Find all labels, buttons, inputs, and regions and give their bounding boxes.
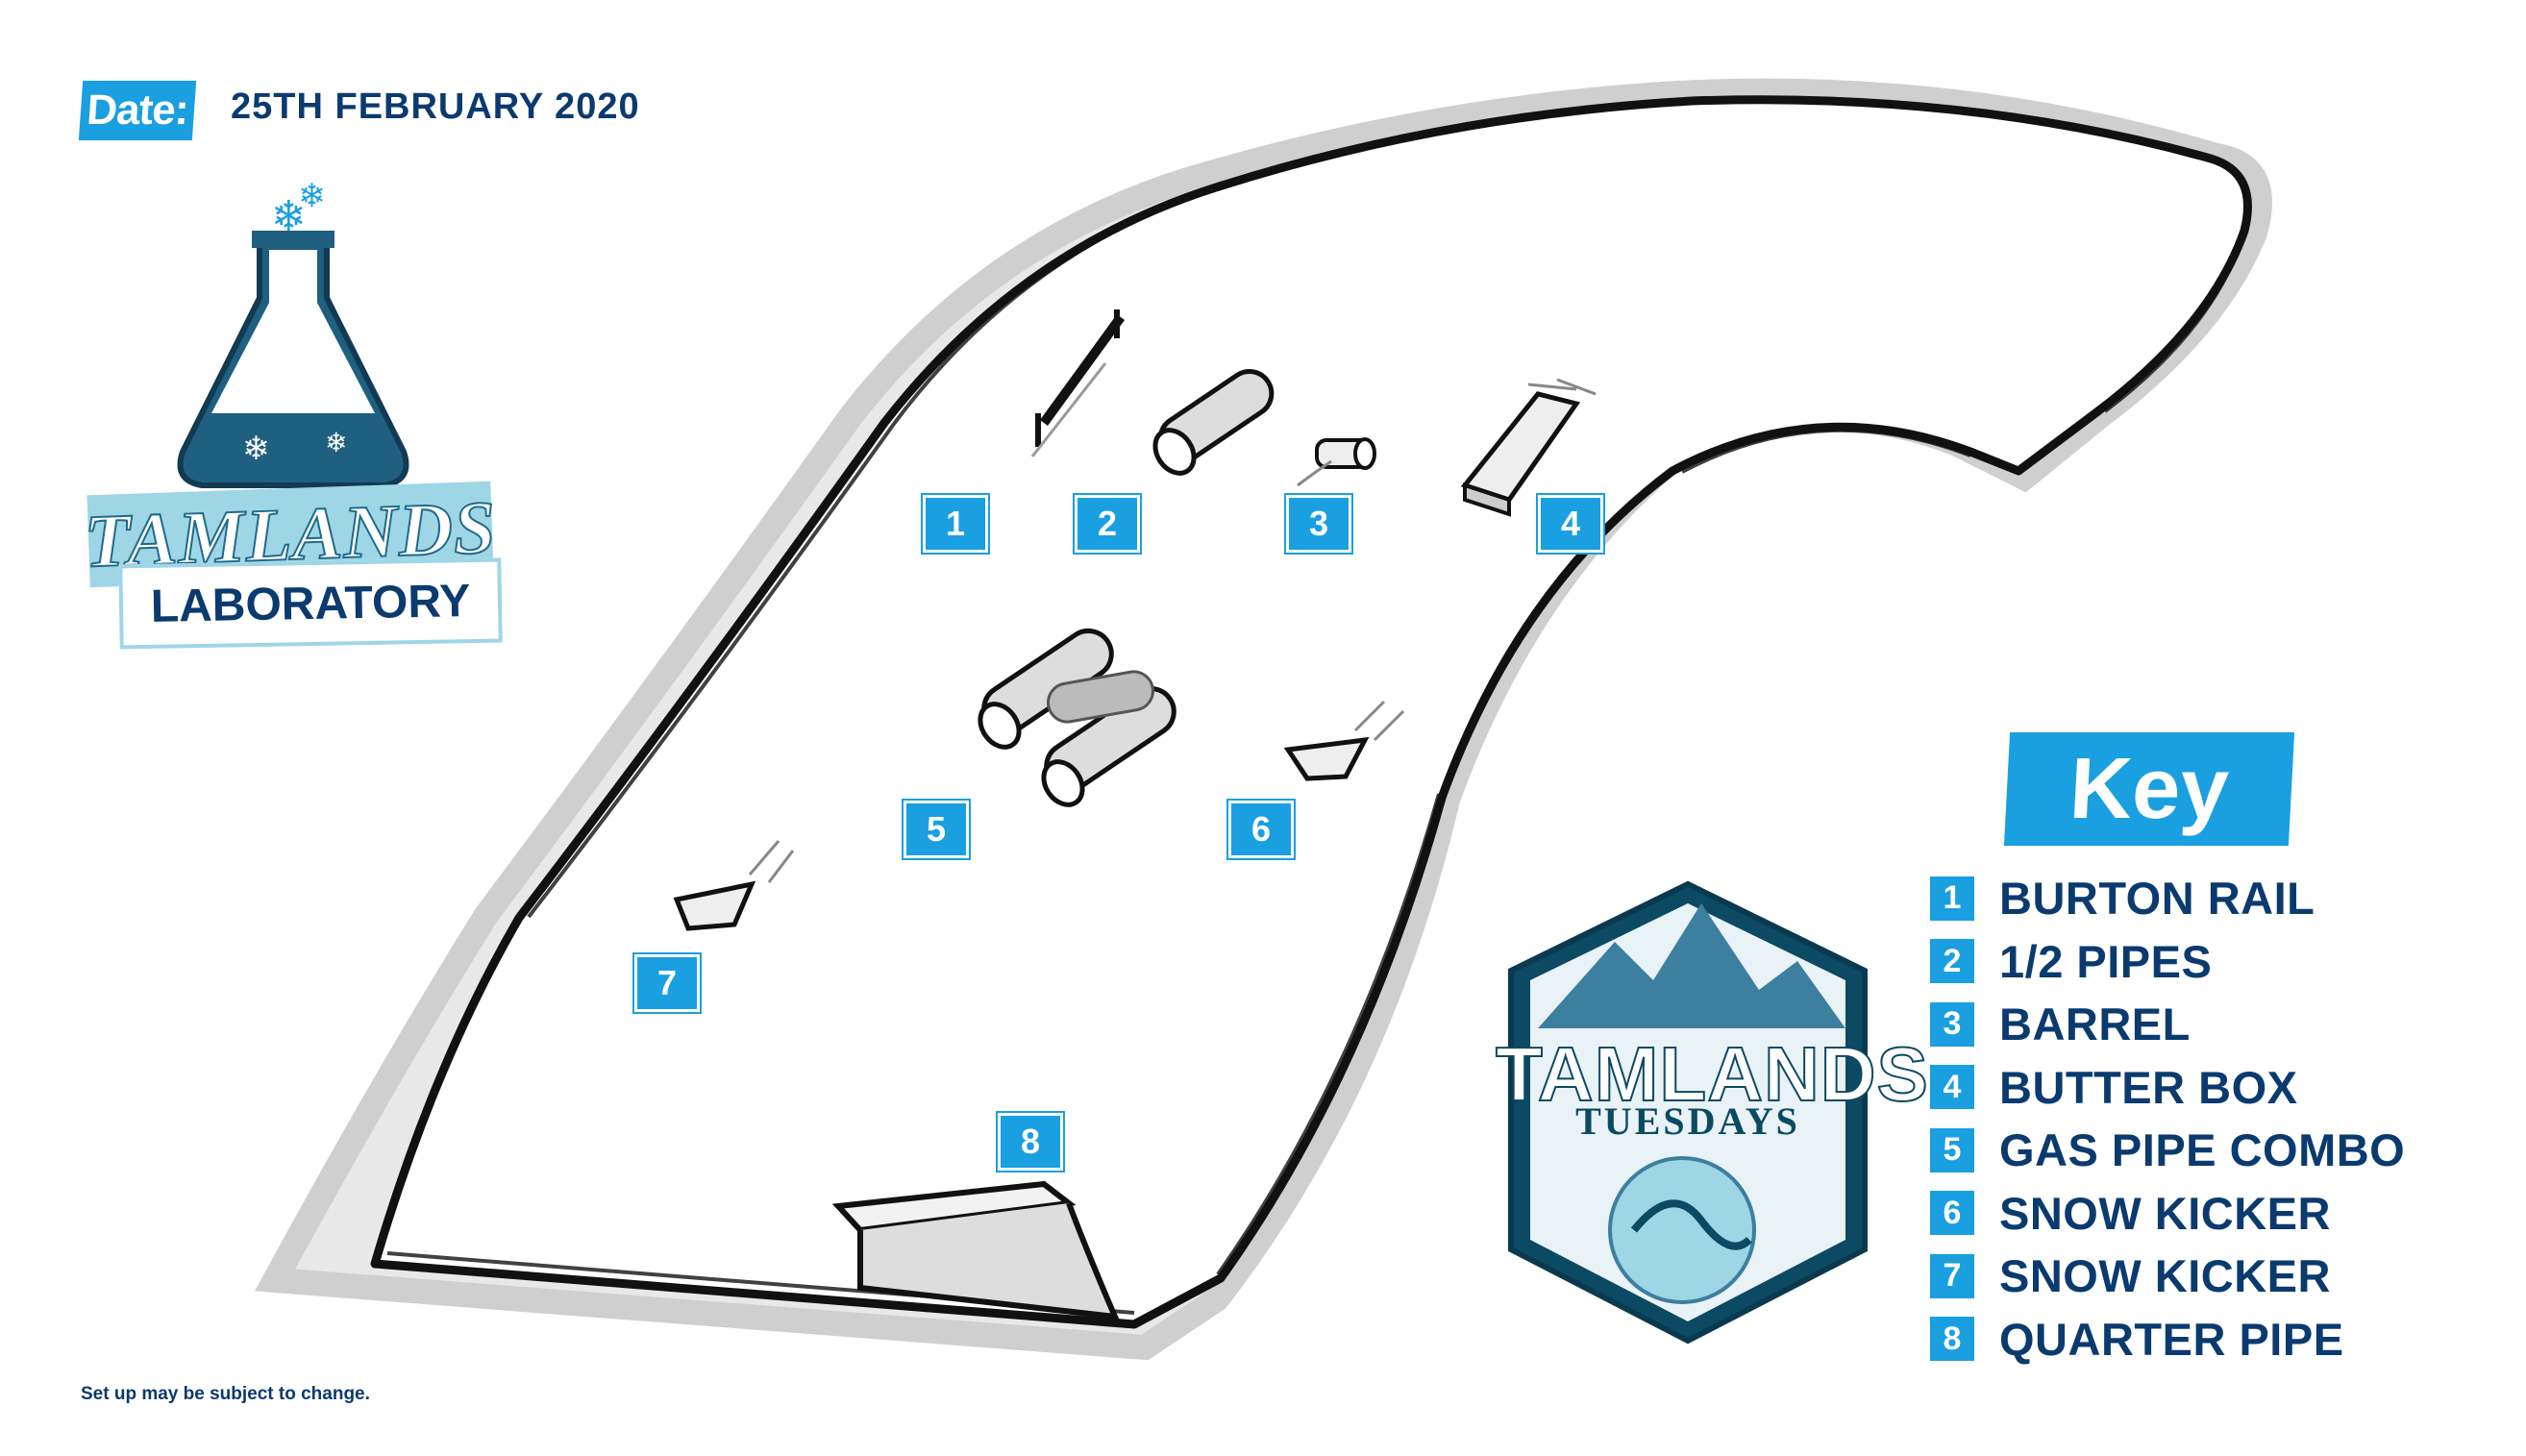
- map-marker-1: 1: [921, 493, 990, 555]
- key-item-label: SNOW KICKER: [1999, 1187, 2331, 1239]
- map-marker-5: 5: [902, 799, 971, 860]
- key-item-number: 4: [1930, 1065, 1974, 1110]
- lab-logo-subtitle: LABORATORY: [118, 557, 503, 650]
- slope-outline: [370, 95, 2252, 1329]
- key-item-number: 6: [1930, 1191, 1974, 1236]
- key-item-label: 1/2 PIPES: [1999, 935, 2213, 987]
- key-item: 3 BARREL: [1930, 993, 2507, 1056]
- map-marker-7: 7: [632, 952, 702, 1014]
- snowflake-icon: ❄: [271, 193, 307, 240]
- key-item-label: GAS PIPE COMBO: [1999, 1124, 2406, 1176]
- quarter-pipe-icon: [831, 1180, 1120, 1320]
- key-item-number: 5: [1930, 1127, 1974, 1172]
- key-item: 6 SNOW KICKER: [1930, 1182, 2507, 1246]
- key-item: 1 BURTON RAIL: [1930, 867, 2507, 930]
- key-item-number: 7: [1930, 1253, 1974, 1298]
- pipe-icon: [1152, 369, 1275, 476]
- key-item-number: 2: [1930, 939, 1974, 984]
- map-marker-3: 3: [1284, 493, 1353, 555]
- kicker-icon: [673, 840, 795, 931]
- key-item: 8 QUARTER PIPE: [1930, 1308, 2507, 1371]
- key-item: 7 SNOW KICKER: [1930, 1245, 2507, 1308]
- key-item-label: QUARTER PIPE: [1999, 1313, 2344, 1365]
- snowflake-icon: ❄: [325, 428, 347, 457]
- rail-icon: [1030, 309, 1126, 457]
- disclaimer: Set up may be subject to change.: [81, 1384, 370, 1404]
- key-item-number: 8: [1930, 1317, 1974, 1362]
- map-marker-4: 4: [1536, 493, 1605, 555]
- key-item: 2 1/2 PIPES: [1930, 930, 2507, 994]
- box-icon: [1460, 378, 1597, 517]
- key-item-number: 1: [1930, 876, 1974, 921]
- key-list: 1 BURTON RAIL 2 1/2 PIPES 3 BARREL 4 BUT…: [1930, 867, 2507, 1370]
- barrel-icon: [1297, 437, 1376, 487]
- key-item-label: BARREL: [1999, 999, 2191, 1050]
- key-item-number: 3: [1930, 1001, 1974, 1047]
- badge-subtitle: TUESDAYS: [1575, 1099, 1800, 1143]
- snowflake-icon: ❄: [242, 431, 270, 467]
- slope-outline-rough: [386, 186, 2246, 1315]
- key-item: 4 BUTTER BOX: [1930, 1056, 2507, 1120]
- key-item: 5 GAS PIPE COMBO: [1930, 1119, 2507, 1182]
- map-marker-6: 6: [1226, 799, 1296, 860]
- gas-pipe-combo-icon: [978, 628, 1176, 807]
- key-title: Key: [2003, 732, 2295, 846]
- date-value: 25TH FEBRUARY 2020: [231, 86, 640, 127]
- badge-brand: TAMLANDS: [1495, 1030, 1929, 1118]
- map-marker-8: 8: [996, 1111, 1065, 1172]
- key-item-label: SNOW KICKER: [1999, 1250, 2331, 1302]
- map-marker-2: 2: [1073, 493, 1142, 555]
- mountain-badge-icon: [1508, 880, 1868, 1345]
- snowflake-icon: ❄: [298, 178, 326, 214]
- flask-icon: ❄ ❄ ❄ ❄: [177, 178, 409, 488]
- kicker-icon: [1283, 700, 1405, 781]
- date-label: Date:: [78, 81, 197, 140]
- key-item-label: BURTON RAIL: [1999, 873, 2316, 925]
- key-item-label: BUTTER BOX: [1999, 1061, 2298, 1113]
